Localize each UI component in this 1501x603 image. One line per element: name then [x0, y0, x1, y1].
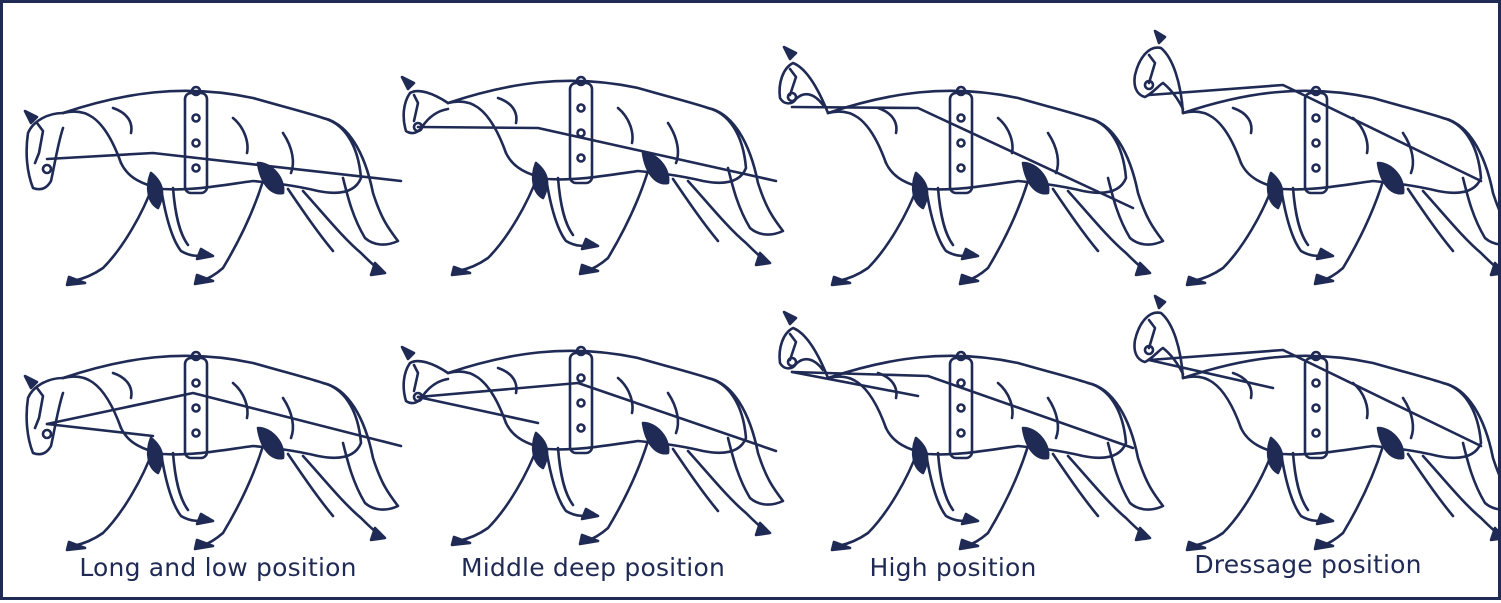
caption-dressage: Dressage position [1194, 550, 1422, 579]
horse-high-side-rein [780, 47, 1163, 285]
horse-dressage-double-rein [1134, 296, 1501, 550]
horse-long-low-side-rein [25, 87, 403, 285]
horse-long-low-double-rein [25, 352, 403, 550]
horse-middle-deep-side-rein [402, 77, 783, 275]
horse-illustrations [3, 3, 1501, 603]
horse-middle-deep-double-rein [402, 347, 783, 545]
caption-middle-deep: Middle deep position [461, 553, 725, 582]
caption-long-and-low: Long and low position [79, 553, 357, 582]
horse-dressage-side-rein [1134, 31, 1501, 285]
caption-high: High position [869, 553, 1037, 582]
horse-high-double-rein [780, 312, 1163, 550]
